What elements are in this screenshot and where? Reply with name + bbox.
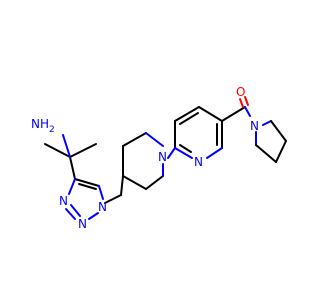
bond-pip-c3-c2 [122, 132, 147, 147]
bond-ch2-to-piperidine [120, 175, 124, 196]
atom-labels: NH2 N N N N N N O [31, 85, 259, 231]
bond-pyr-c3-c4-inner [179, 112, 199, 125]
bond-triazole-n3-n2-b [65, 208, 76, 220]
bond-pyr-to-carbonyl [221, 106, 246, 122]
bond-qc-triazole [69, 156, 76, 180]
bond-triazole-c4-n3 [68, 178, 76, 195]
molecule-diagram: NH2 N N N N N N O [31, 85, 287, 231]
bond-carbonyl-c-o-b [244, 96, 249, 106]
amine-label: NH2 [31, 117, 55, 135]
piperidine-n-label: N [158, 150, 167, 164]
carbonyl-o-label: O [236, 85, 245, 99]
bond-qc-methyl-right [69, 143, 97, 158]
bond-pyr-c3-c4 [174, 106, 200, 122]
bond-qc-amine [62, 134, 71, 158]
bond-pyr-c4-c5 [198, 106, 223, 122]
bond-pip-c4-c5 [122, 175, 147, 190]
bond-triazole-c5-n1 [98, 185, 104, 200]
bond-pyrrolidine-n-ca [262, 120, 272, 126]
bond-linker-to-ch2 [104, 194, 122, 204]
oxygen-bonds [239, 96, 249, 108]
bond-pyr-c2-c1-inner [179, 144, 192, 153]
bond-carbonyl-n [244, 106, 251, 117]
bond-pip-c2-n [145, 132, 164, 147]
bond-triazole-n3-n2-a [70, 204, 81, 217]
bond-carbonyl-c-o-a [239, 98, 244, 108]
triazole-n3-label: N [59, 194, 68, 208]
molecule-structure: NH2 N N N N N N O [31, 85, 287, 231]
pyrrolidine-bonds [255, 120, 287, 163]
nitrogen-bonds [62, 106, 272, 220]
bond-pipn-pyridine [167, 147, 176, 159]
bond-triazole-n2-n1 [88, 212, 99, 220]
bond-pyrrolidine-c4-c5 [255, 144, 277, 163]
triazole-n2-label: N [78, 217, 87, 231]
bond-qc-methyl-left [44, 143, 71, 158]
pyridine-n-label: N [194, 155, 203, 169]
bond-pyrrolidine-c3-c4 [275, 140, 287, 163]
bond-pyr-c1-n [174, 147, 193, 159]
carbon-bonds [44, 106, 246, 204]
bond-triazole-c4-c5 [74, 178, 100, 187]
bond-pyr-n-c6 [206, 147, 223, 159]
pyrrolidine-n-label: N [250, 119, 259, 133]
triazole-n1-label: N [98, 200, 107, 214]
bond-triazole-c4-c5-inner [78, 183, 97, 190]
bond-pyrrolidine-c2-c3 [270, 120, 287, 142]
bond-pip-c5-c6 [145, 175, 164, 190]
